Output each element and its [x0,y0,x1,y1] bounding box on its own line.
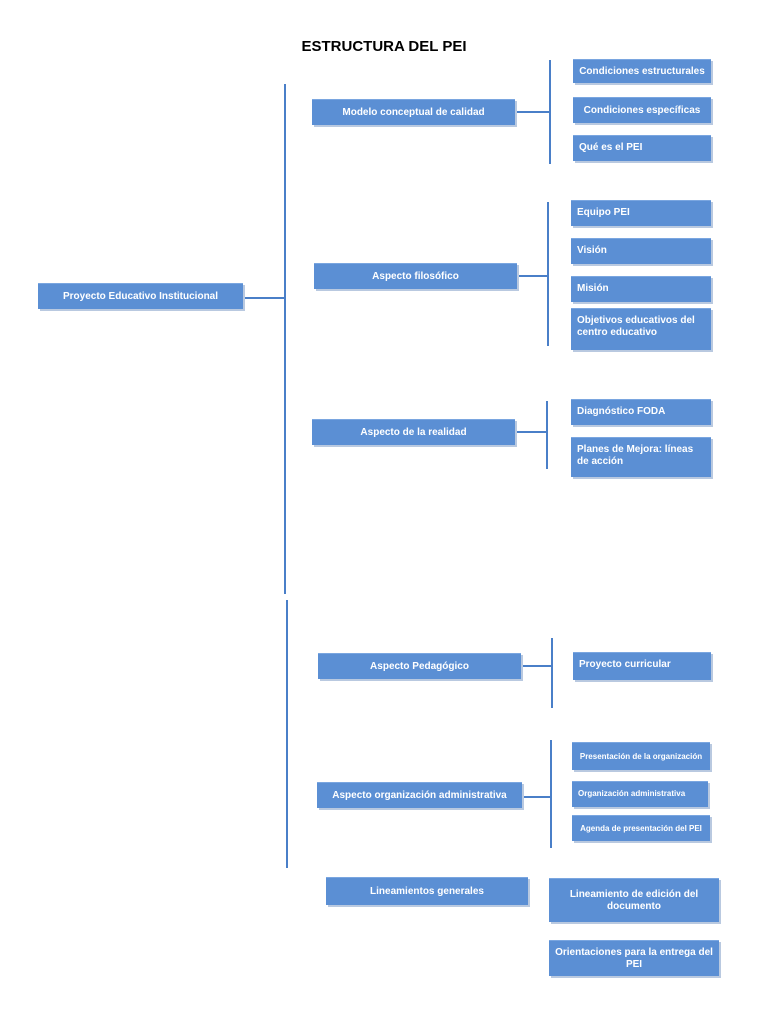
node-mision: Misión [571,276,711,302]
pedagogico-connector [521,665,552,667]
node-planes-mejora: Planes de Mejora: líneas de acción [571,437,711,477]
organizacion-connector [522,796,551,798]
node-lineamiento-edicion: Lineamiento de edición del documento [549,878,719,922]
node-orientaciones-entrega: Orientaciones para la entrega del PEI [549,940,719,976]
node-condiciones-especificas: Condiciones específicas [573,97,711,123]
page-title: ESTRUCTURA DEL PEI [301,38,467,55]
node-agenda-presentacion: Agenda de presentación del PEI [572,815,710,841]
node-equipo-pei: Equipo PEI [571,200,711,226]
section-modelo: Modelo conceptual de calidad [312,99,515,125]
filosofico-connector [517,275,548,277]
realidad-connector [515,431,547,433]
main-trunk-upper [284,84,286,594]
root-node: Proyecto Educativo Institucional [38,283,243,309]
modelo-connector [515,111,550,113]
section-organizacion: Aspecto organización administrativa [317,782,522,808]
node-objetivos: Objetivos educativos del centro educativ… [571,308,711,350]
section-lineamientos: Lineamientos generales [326,877,528,905]
realidad-branch [546,401,548,469]
node-diagnostico-foda: Diagnóstico FODA [571,399,711,425]
node-organizacion-administrativa: Organización administrativa [572,781,708,807]
section-pedagogico: Aspecto Pedagógico [318,653,521,679]
node-presentacion-organizacion: Presentación de la organización [572,742,710,770]
organizacion-branch [550,740,552,848]
node-proyecto-curricular: Proyecto curricular [573,652,711,680]
node-que-es-pei: Qué es el PEI [573,135,711,161]
section-filosofico: Aspecto filosófico [314,263,517,289]
root-connector [243,297,285,299]
filosofico-branch [547,202,549,346]
pedagogico-branch [551,638,553,708]
section-realidad: Aspecto de la realidad [312,419,515,445]
main-trunk-lower [286,600,288,868]
node-condiciones-estructurales: Condiciones estructurales [573,59,711,83]
node-vision: Visión [571,238,711,264]
modelo-branch [549,60,551,164]
